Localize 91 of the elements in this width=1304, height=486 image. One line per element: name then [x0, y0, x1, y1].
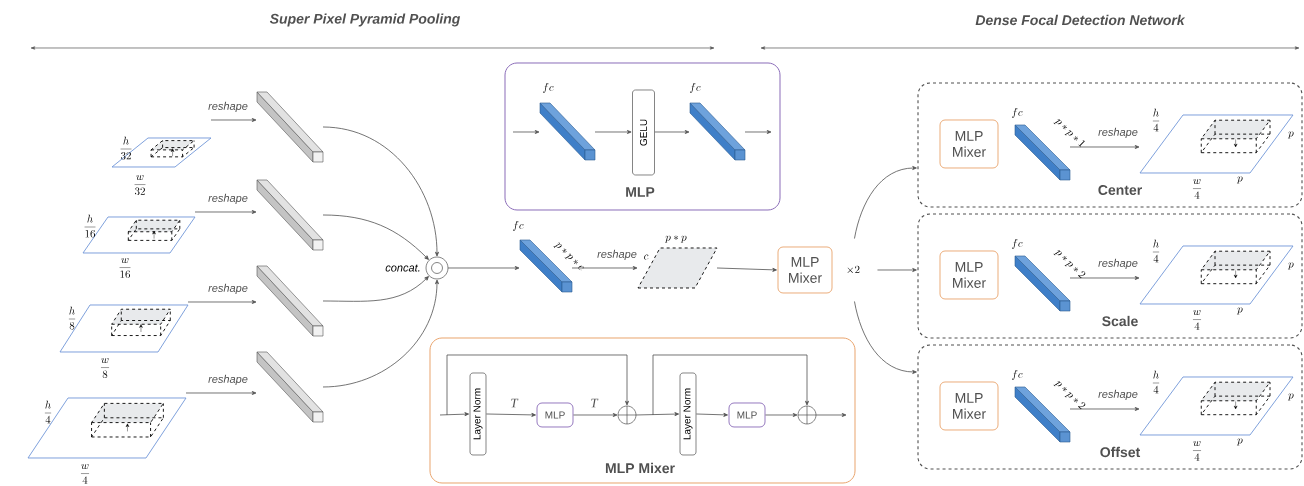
side-label: $p$: [1287, 262, 1294, 270]
side-label: $p*p*c$: [553, 242, 584, 271]
arrow: [194, 210, 257, 214]
side-label: $p*p$: [665, 235, 687, 243]
edge-label: reshape: [207, 373, 249, 387]
side-label: $\frac{h}{4}$: [1152, 370, 1160, 394]
arrow: [854, 301, 917, 374]
side-label: $\frac{h}{4}$: [1152, 239, 1160, 263]
sum-symbol: [617, 405, 637, 425]
side-label: $\frac{w}{4}$: [1192, 441, 1202, 461]
arrow: [815, 413, 847, 417]
arrow: [512, 130, 540, 134]
arrow: [573, 413, 618, 417]
side-label: $\frac{h}{32}$: [120, 136, 132, 160]
side-label: $c$: [644, 254, 649, 260]
arrow: [765, 413, 798, 417]
arrow: [485, 412, 536, 417]
arrow: [322, 126, 439, 257]
side-label: $p$: [1287, 393, 1294, 401]
prism-drawing: [256, 91, 324, 163]
arrow: [571, 266, 638, 270]
arrow: [446, 354, 629, 416]
side-label: $fc$: [1011, 239, 1023, 249]
edge-label: reshape: [207, 192, 249, 206]
arrow: [1069, 276, 1140, 280]
layer-box: Layer Norm: [679, 372, 697, 456]
arrow: [854, 166, 917, 239]
arrow: [439, 412, 469, 417]
side-label: $p*p*2$: [1053, 250, 1086, 279]
module-box: MLP: [728, 402, 766, 428]
arrow: [716, 267, 777, 272]
prism-drawing: [256, 179, 324, 251]
module-box: MLP Mixer: [777, 246, 833, 294]
side-label: $p*p*1$: [1053, 119, 1085, 148]
side-label: concat.: [385, 264, 420, 272]
edge-label: reshape: [1097, 257, 1139, 271]
arrow: [635, 412, 679, 417]
arrow: [695, 412, 728, 417]
side-label: $fc$: [689, 83, 701, 93]
module-box: MLP Mixer: [939, 250, 999, 300]
edge-label: T: [509, 397, 519, 409]
side-label: $fc$: [542, 83, 554, 93]
prism-drawing: [256, 265, 324, 337]
arrow: [322, 276, 429, 302]
layer-box: Layer Norm: [469, 372, 487, 456]
layer-box: GELU: [632, 89, 655, 176]
side-label: $\frac{h}{4}$: [44, 400, 52, 424]
side-label: $p$: [1236, 307, 1243, 315]
arrow: [210, 118, 257, 122]
side-label: $fc$: [1011, 370, 1023, 380]
side-label: $\times 2$: [847, 265, 860, 274]
module-box: MLP Mixer: [939, 119, 999, 169]
side-label: $\frac{w}{4}$: [1192, 179, 1202, 199]
arrow: [594, 130, 632, 134]
side-label: $\frac{h}{4}$: [1152, 108, 1160, 132]
sum-symbol: [797, 405, 817, 425]
side-label: $\frac{w}{16}$: [119, 258, 131, 279]
edge-label: reshape: [596, 248, 638, 262]
module-box: MLP: [536, 402, 574, 428]
arrow: [652, 354, 809, 416]
arrow: [322, 279, 439, 388]
edge-label: reshape: [1097, 388, 1139, 402]
arrow: [877, 268, 917, 272]
side-label: $fc$: [512, 221, 524, 231]
side-label: $p*p*2$: [1053, 381, 1086, 410]
side-label: $\frac{w}{4}$: [1192, 310, 1202, 330]
section-heading: Super Pixel Pyramid Pooling: [269, 13, 461, 27]
edge-label: T: [589, 397, 599, 409]
arrow: [744, 130, 772, 134]
side-label: $fc$: [1011, 108, 1023, 118]
arrow: [654, 130, 690, 134]
arrow: [187, 300, 257, 304]
edge-label: reshape: [207, 282, 249, 296]
arrow: [322, 214, 429, 260]
side-label: $\frac{h}{16}$: [84, 214, 96, 238]
module-box: MLP Mixer: [939, 381, 999, 431]
side-label: $p$: [1287, 131, 1294, 139]
arrow: [185, 391, 257, 395]
arrow: [1069, 145, 1140, 149]
edge-label: reshape: [1097, 126, 1139, 140]
arrow: [1069, 407, 1140, 411]
edge-label: reshape: [207, 100, 249, 114]
side-label: $\frac{w}{8}$: [100, 358, 110, 379]
side-label: $p$: [1236, 176, 1243, 184]
section-heading: Dense Focal Detection Network: [975, 14, 1186, 26]
side-label: $p$: [1236, 438, 1243, 446]
side-label: $\frac{w}{4}$: [80, 464, 90, 484]
prism-drawing: [256, 351, 324, 423]
side-label: $\frac{w}{32}$: [134, 175, 146, 196]
arrow: [447, 266, 520, 270]
side-label: $\frac{h}{8}$: [68, 306, 76, 330]
